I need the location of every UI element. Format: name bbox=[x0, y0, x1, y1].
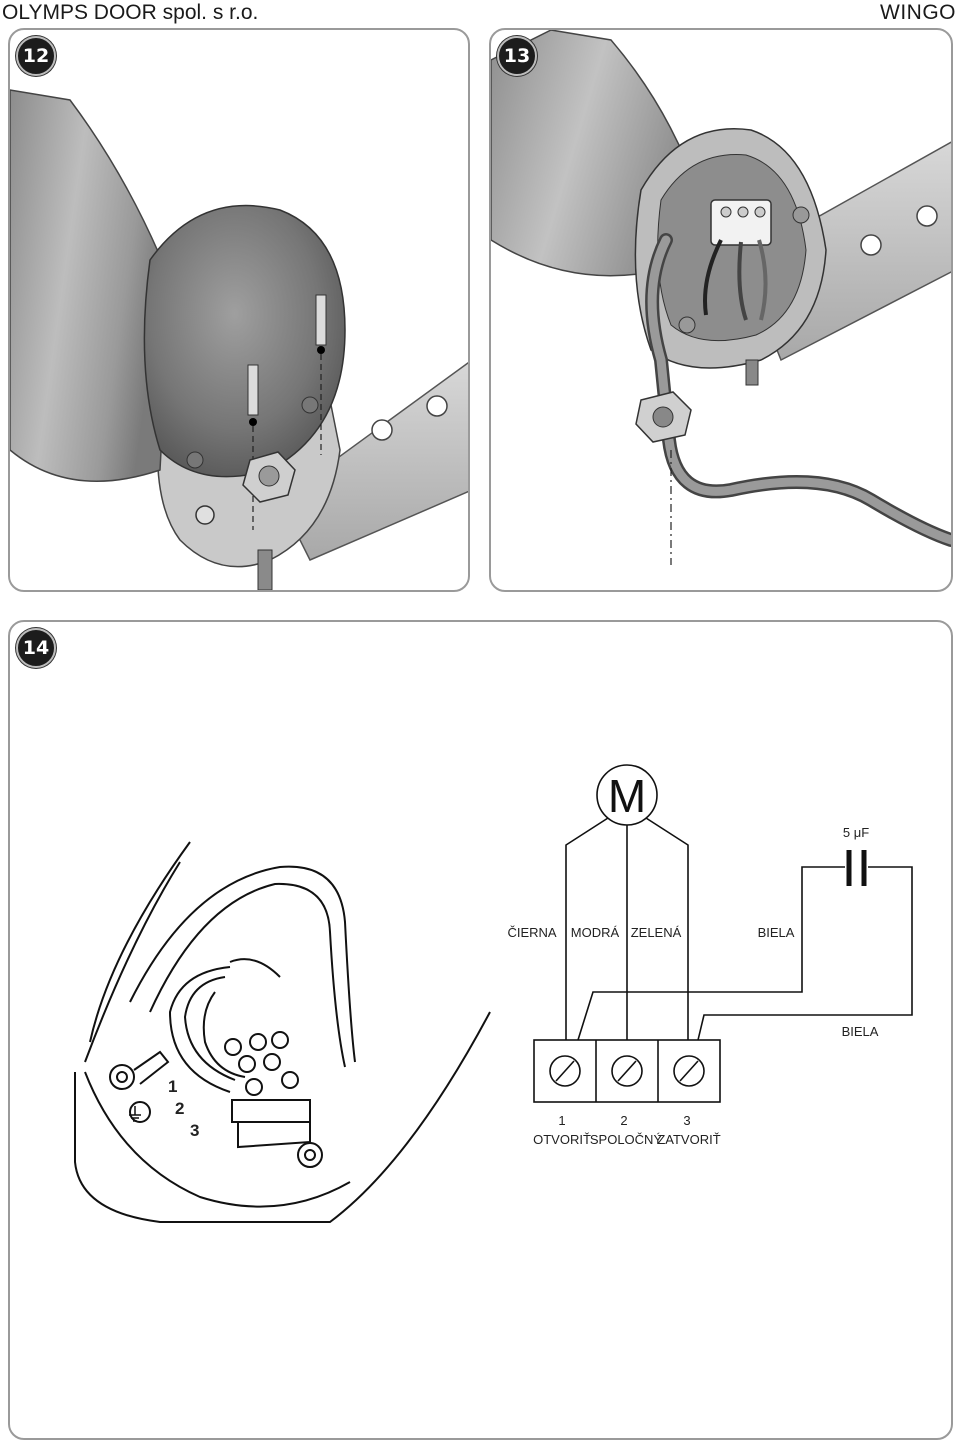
wire-label-black: ČIERNA bbox=[507, 925, 556, 940]
figure-number-badge: 13 bbox=[497, 36, 537, 76]
wiring-sketch: 1 2 3 bbox=[74, 841, 491, 1223]
figure-13-panel: 13 bbox=[489, 28, 953, 592]
terminal-label-close: ZATVORIŤ bbox=[657, 1132, 720, 1147]
figure-12-illustration bbox=[10, 89, 468, 590]
terminal-number-3: 3 bbox=[683, 1113, 690, 1128]
motor-label: M bbox=[608, 770, 646, 822]
company-name: OLYMPS DOOR spol. s r.o. bbox=[2, 1, 259, 24]
wire-label-green: ZELENÁ bbox=[631, 925, 682, 940]
wire-label-white-top: BIELA bbox=[758, 925, 795, 940]
product-name: WINGO bbox=[880, 1, 956, 24]
terminal-block bbox=[533, 1039, 721, 1103]
sketch-terminal-3: 3 bbox=[190, 1121, 199, 1140]
terminal-label-common: SPOLOČNÝ bbox=[590, 1132, 663, 1147]
wire-label-white-right: BIELA bbox=[842, 1024, 879, 1039]
terminal-number-1: 1 bbox=[558, 1113, 565, 1128]
figure-13-illustration bbox=[491, 30, 951, 565]
capacitor-symbol bbox=[846, 850, 867, 886]
figure-number-badge: 12 bbox=[16, 36, 56, 76]
terminal-number-2: 2 bbox=[620, 1113, 627, 1128]
wiring-schematic: M 5 μF ČIERNA MODRÁ ZELENÁ BIELA BIELA 1… bbox=[507, 764, 913, 1147]
capacitor-value: 5 μF bbox=[843, 825, 869, 840]
sketch-terminal-1: 1 bbox=[168, 1077, 177, 1096]
sketch-terminal-2: 2 bbox=[175, 1099, 184, 1118]
terminal-label-open: OTVORIŤ bbox=[533, 1132, 591, 1147]
figure-14-panel: 14 bbox=[8, 620, 953, 1440]
figure-number-badge: 14 bbox=[16, 628, 56, 668]
figure-12-panel: 12 bbox=[8, 28, 470, 592]
ground-symbol bbox=[129, 1106, 141, 1122]
wire-label-blue: MODRÁ bbox=[571, 925, 620, 940]
